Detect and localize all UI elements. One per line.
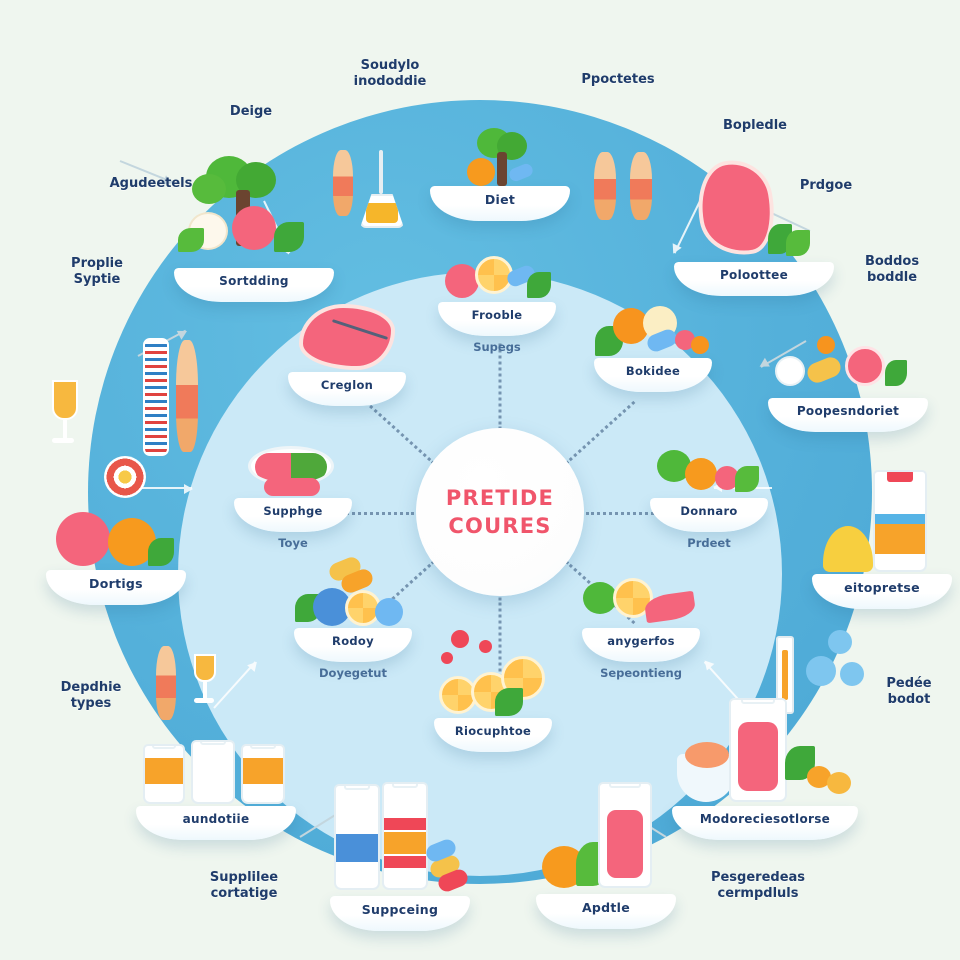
- outer-node-suppceing[interactable]: Suppceing: [330, 782, 471, 931]
- bowl-label: Riocuphtoe: [454, 725, 532, 738]
- bowl-sub-label: Prdeet: [687, 535, 731, 550]
- bowl-label: Apdtle: [581, 901, 631, 915]
- bowl[interactable]: Dortigs: [46, 512, 186, 605]
- outer-node-aundotiie[interactable]: aundotiie: [136, 740, 296, 841]
- annotation-deige: Deige: [229, 104, 273, 119]
- outer-node-modoreciesotlorse[interactable]: Modoreciesotlorse: [672, 698, 858, 841]
- glass-icon: [52, 380, 78, 443]
- bowl[interactable]: Sortdding: [174, 156, 334, 303]
- bowl[interactable]: Poloottee: [674, 154, 834, 297]
- inner-node-anygerfos[interactable]: anygerfos Sepeontieng: [582, 578, 700, 680]
- bowl-label: Donnaro: [680, 505, 738, 518]
- bowl-label: Poopesndoriet: [796, 405, 900, 418]
- bowl-label: eitopretse: [844, 581, 920, 595]
- bowl-label: anygerfos: [607, 635, 675, 648]
- syringe-icon: [776, 636, 794, 714]
- annotation-depdhie-types: Depdhie types: [60, 680, 122, 712]
- outer-node-dortigs[interactable]: Dortigs: [46, 512, 186, 605]
- annotation-ppoctetes: Ppoctetes: [581, 72, 655, 87]
- annotation-pesgeredeas-cermpdluls: Pesgeredeas cermpdluls: [710, 870, 806, 902]
- bowl[interactable]: Frooble: [438, 256, 556, 336]
- outer-node-diet[interactable]: Diet: [430, 128, 570, 221]
- bowl[interactable]: aundotiie: [136, 740, 296, 841]
- annotation-prdgoe: Prdgoe: [799, 178, 853, 193]
- lab-flask-icon: [360, 150, 404, 228]
- outer-node-eitopretse[interactable]: eitopretse: [812, 470, 952, 609]
- bowl-label: Bokidee: [625, 365, 681, 378]
- annotation-soudylo: Soudylo inododdie: [353, 58, 427, 90]
- bowl-sub-label: Sepeontieng: [600, 665, 682, 680]
- inner-node-rodoy[interactable]: Rodoy Doyegetut: [294, 554, 412, 680]
- bowl-sub-label: Toye: [278, 535, 308, 550]
- annotation-agudeetels: Agudeetels: [109, 176, 193, 191]
- bowl-label: Diet: [484, 193, 516, 207]
- center-hub[interactable]: PRETIDE COURES: [416, 428, 584, 596]
- bowl[interactable]: Modoreciesotlorse: [672, 698, 858, 841]
- ring-arrow-right: [714, 487, 772, 489]
- bowl-label: aundotiie: [182, 813, 250, 826]
- target-icon: [104, 456, 146, 498]
- bowl[interactable]: Supphge: [234, 446, 352, 532]
- bowl-sub-label: Supegs: [473, 339, 521, 354]
- bowl[interactable]: Donnaro: [650, 450, 768, 532]
- spoke-s: [498, 597, 502, 684]
- bowl-label: Frooble: [471, 309, 523, 322]
- bowl[interactable]: Poopesndoriet: [768, 336, 928, 433]
- bowl[interactable]: Rodoy: [294, 554, 412, 662]
- bowl-label: Suppceing: [361, 903, 439, 917]
- annotation-pedee-bodot: Pedée bodot: [886, 676, 932, 708]
- bowl-label: Supphge: [263, 505, 323, 518]
- droplet-cluster-icon: [806, 630, 878, 702]
- ring-arrow-left: [134, 484, 193, 494]
- inner-node-donnaro[interactable]: Donnaro Prdeet: [650, 450, 768, 550]
- bowl-sub-label: Doyegetut: [319, 665, 387, 680]
- bowl[interactable]: eitopretse: [812, 470, 952, 609]
- inner-node-frooble[interactable]: Frooble Supegs: [438, 256, 556, 354]
- bowl[interactable]: anygerfos: [582, 578, 700, 662]
- annotation-bopledle: Bopledle: [723, 118, 787, 133]
- inner-node-supphge[interactable]: Supphge Toye: [234, 446, 352, 550]
- outer-node-apdtle[interactable]: Apdtle: [536, 782, 676, 929]
- body-icon: [156, 646, 176, 720]
- outer-node-sortdding[interactable]: Sortdding: [174, 156, 334, 303]
- hub-title-line1: PRETIDE: [445, 486, 555, 510]
- bowl[interactable]: Creglon: [288, 304, 406, 406]
- female-body-icon: [333, 150, 353, 216]
- hub-title-line2: COURES: [448, 514, 552, 538]
- inner-node-riocuphtoe[interactable]: Riocuphtoe: [434, 630, 552, 752]
- outer-node-poloottee[interactable]: Poloottee: [674, 154, 834, 297]
- bowl-label: Dortigs: [89, 577, 143, 591]
- bowl-label: Modoreciesotlorse: [699, 813, 831, 826]
- bowl-label: Creglon: [320, 379, 374, 392]
- glass-small-icon: [194, 654, 216, 703]
- bowl-label: Sortdding: [219, 275, 289, 288]
- bowl[interactable]: Riocuphtoe: [434, 630, 552, 752]
- outer-node-poopesndoriet[interactable]: Poopesndoriet: [768, 336, 928, 433]
- annotation-supplilee-cortatige: Supplilee cortatige: [209, 870, 279, 902]
- bowl[interactable]: Diet: [430, 128, 570, 221]
- bowl[interactable]: Suppceing: [330, 782, 471, 931]
- bowl[interactable]: Apdtle: [536, 782, 676, 929]
- annotation-boddos-boddle: Boddos boddle: [864, 254, 920, 286]
- bowl-label: Rodoy: [332, 635, 374, 648]
- dna-helix-icon: [143, 338, 169, 456]
- inner-node-bokidee[interactable]: Bokidee: [594, 306, 712, 392]
- human-anatomy-icon: [176, 340, 198, 452]
- bowl[interactable]: Bokidee: [594, 306, 712, 392]
- spoke-e: [586, 512, 672, 515]
- inner-node-creglon[interactable]: Creglon: [288, 304, 406, 406]
- body-pair-icon: [594, 152, 652, 220]
- spoke-n: [498, 343, 502, 430]
- annotation-proplie-syptie: Proplie Syptie: [71, 256, 123, 288]
- bowl-label: Poloottee: [719, 269, 789, 282]
